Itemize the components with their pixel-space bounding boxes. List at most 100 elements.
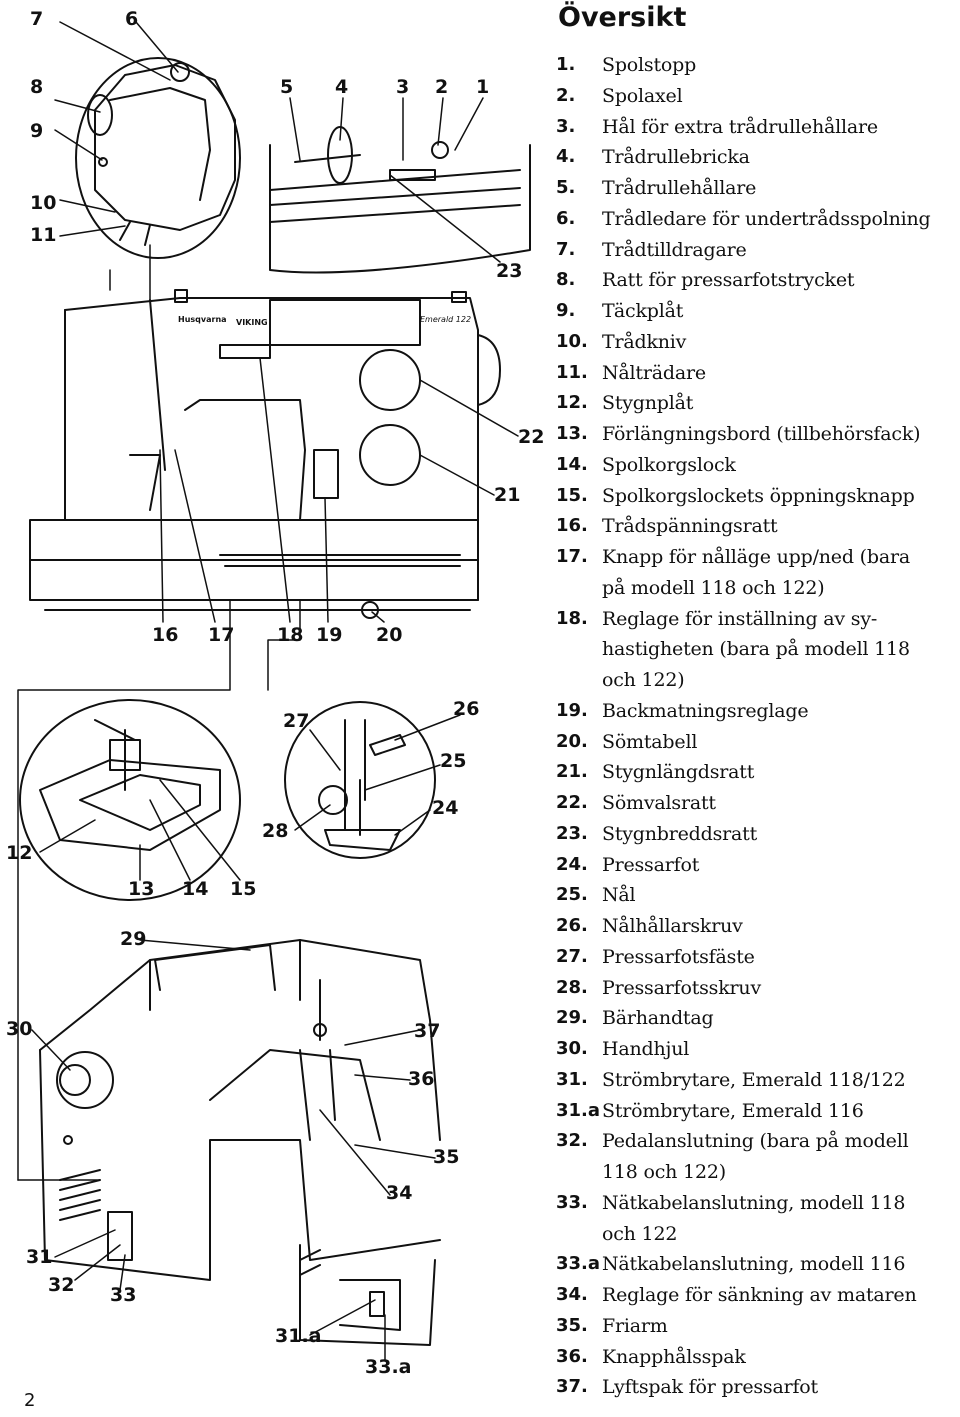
callout-25: 25 bbox=[440, 750, 467, 772]
callout-12: 12 bbox=[6, 842, 33, 864]
leader-lines-foot bbox=[294, 714, 461, 836]
legend-item-number: 37. bbox=[556, 1376, 588, 1398]
callout-16: 16 bbox=[152, 624, 179, 646]
legend-item-number: 24. bbox=[556, 853, 588, 875]
legend-item-text: hastigheten (bara på modell 118 bbox=[602, 638, 910, 661]
legend-item: och 122) bbox=[556, 665, 960, 696]
legend-item-text: Förlängningsbord (tillbehörsfack) bbox=[602, 423, 921, 445]
legend-item-number: 29. bbox=[556, 1007, 588, 1029]
callout-33a: 33.a bbox=[365, 1356, 412, 1378]
callout-18: 18 bbox=[277, 624, 304, 646]
callout-8: 8 bbox=[30, 76, 44, 98]
legend-item-text: och 122) bbox=[602, 669, 685, 691]
legend-item-number: 27. bbox=[556, 945, 588, 967]
detail-presser-foot bbox=[284, 701, 436, 859]
legend-item-number bbox=[556, 1157, 602, 1188]
page-number: 2 bbox=[24, 1390, 36, 1411]
callout-6: 6 bbox=[125, 8, 139, 30]
callout-24: 24 bbox=[432, 797, 459, 819]
legend-item-text: Spolkorgslock bbox=[602, 453, 736, 476]
legend-item-number bbox=[556, 665, 602, 696]
legend-item-number: 10. bbox=[556, 330, 588, 352]
callout-36: 36 bbox=[408, 1068, 435, 1090]
legend-item-text: Handhjul bbox=[602, 1038, 690, 1060]
callout-22: 22 bbox=[518, 426, 545, 448]
legend-item-number: 22. bbox=[556, 792, 588, 813]
callout-14: 14 bbox=[182, 878, 209, 900]
leader-lines-rear bbox=[31, 939, 436, 1361]
callout-11: 11 bbox=[30, 224, 57, 246]
legend-item: 14.Spolkorgslock bbox=[556, 450, 960, 481]
legend-item-number: 21. bbox=[556, 761, 588, 783]
callout-31a: 31.a bbox=[275, 1325, 322, 1347]
detail-stitch-plate bbox=[19, 699, 241, 901]
callout-1: 1 bbox=[476, 76, 490, 98]
legend-item: 33.Nätkabelanslutning, modell 118 bbox=[556, 1188, 960, 1219]
legend-item: 25.Nål bbox=[556, 880, 960, 911]
legend-item-number: 18. bbox=[556, 607, 588, 629]
legend-item: 22.Sömvalsratt bbox=[556, 788, 960, 819]
callout-32: 32 bbox=[48, 1274, 75, 1296]
callout-27: 27 bbox=[283, 710, 310, 732]
legend-item-text: Trådkniv bbox=[602, 330, 687, 353]
legend-item-number: 33.a bbox=[556, 1253, 601, 1275]
leader-lines-plate bbox=[39, 779, 241, 881]
legend-item-number: 35. bbox=[556, 1314, 588, 1336]
legend-item-number: 17. bbox=[556, 546, 588, 567]
callout-31: 31 bbox=[26, 1246, 53, 1268]
legend-item-number bbox=[556, 1219, 602, 1250]
legend-item-number: 34. bbox=[556, 1284, 588, 1305]
legend-item-text: Trådrullehållare bbox=[602, 177, 757, 199]
legend-item-text: Pressarfot bbox=[602, 853, 700, 876]
legend-item-number: 19. bbox=[556, 699, 588, 721]
legend-item: 20.Sömtabell bbox=[556, 727, 960, 758]
legend-item: 6.Trådledare för undertrådsspolning bbox=[556, 204, 960, 235]
legend-item-number bbox=[556, 573, 602, 604]
legend-item: 37.Lyftspak för pressarfot bbox=[556, 1372, 960, 1403]
legend-item: 18. Reglage för inställning av sy- bbox=[556, 604, 960, 635]
legend-item-text: Backmatningsreglage bbox=[602, 699, 809, 722]
legend-item-text: Trådspänningsratt bbox=[602, 515, 778, 538]
legend-item-number: 30. bbox=[556, 1038, 588, 1059]
legend-item-text: på modell 118 och 122) bbox=[602, 576, 825, 599]
callout-15: 15 bbox=[230, 878, 257, 900]
legend-item-number: 31. bbox=[556, 1068, 588, 1090]
legend-item-number: 3. bbox=[556, 115, 576, 137]
legend-item: 5.Trådrullehållare bbox=[556, 173, 960, 204]
legend-item-number: 36. bbox=[556, 1345, 588, 1367]
legend-item-number: 9. bbox=[556, 300, 576, 321]
detail-top-view bbox=[269, 126, 531, 274]
brand-model: Emerald 122 bbox=[420, 315, 472, 324]
callout-26: 26 bbox=[453, 698, 480, 720]
page-title: Översikt bbox=[558, 2, 687, 33]
callout-2: 2 bbox=[435, 76, 449, 98]
legend-item: 13.Förlängningsbord (tillbehörsfack) bbox=[556, 419, 960, 450]
legend-item: 31.Strömbrytare, Emerald 118/122 bbox=[556, 1065, 960, 1096]
legend-item: 28.Pressarfotsskruv bbox=[556, 973, 960, 1004]
detail-rear-switch bbox=[299, 1244, 436, 1346]
legend-item: 35.Friarm bbox=[556, 1311, 960, 1342]
machine-rear-view bbox=[39, 939, 441, 1281]
diagram-drawing bbox=[17, 21, 531, 1361]
legend-item-number: 4. bbox=[556, 146, 576, 168]
legend-item-text: Nätkabelanslutning, modell 118 bbox=[602, 1191, 906, 1214]
legend-item-text: Strömbrytare, Emerald 116 bbox=[602, 1099, 864, 1122]
legend-item-number: 15. bbox=[556, 484, 588, 506]
legend-item-text: Reglage för inställning av sy- bbox=[602, 607, 878, 630]
legend-item: 36.Knapphålsspak bbox=[556, 1342, 960, 1373]
legend-item-text: Sömtabell bbox=[602, 730, 698, 753]
legend-item: 34.Reglage för sänkning av mataren bbox=[556, 1280, 960, 1311]
callout-35: 35 bbox=[433, 1146, 460, 1168]
legend-item: hastigheten (bara på modell 118 bbox=[556, 634, 960, 665]
machine-front-view bbox=[29, 289, 501, 619]
callout-3: 3 bbox=[396, 76, 410, 98]
legend-item: 17.Knapp för nålläge upp/ned (bara bbox=[556, 542, 960, 573]
callout-23: 23 bbox=[496, 260, 523, 282]
callout-5: 5 bbox=[280, 76, 294, 98]
detail-side-view bbox=[75, 57, 241, 259]
legend-item: 21.Stygnlängdsratt bbox=[556, 757, 960, 788]
callout-33: 33 bbox=[110, 1284, 137, 1306]
legend-item-number: 7. bbox=[556, 238, 576, 260]
